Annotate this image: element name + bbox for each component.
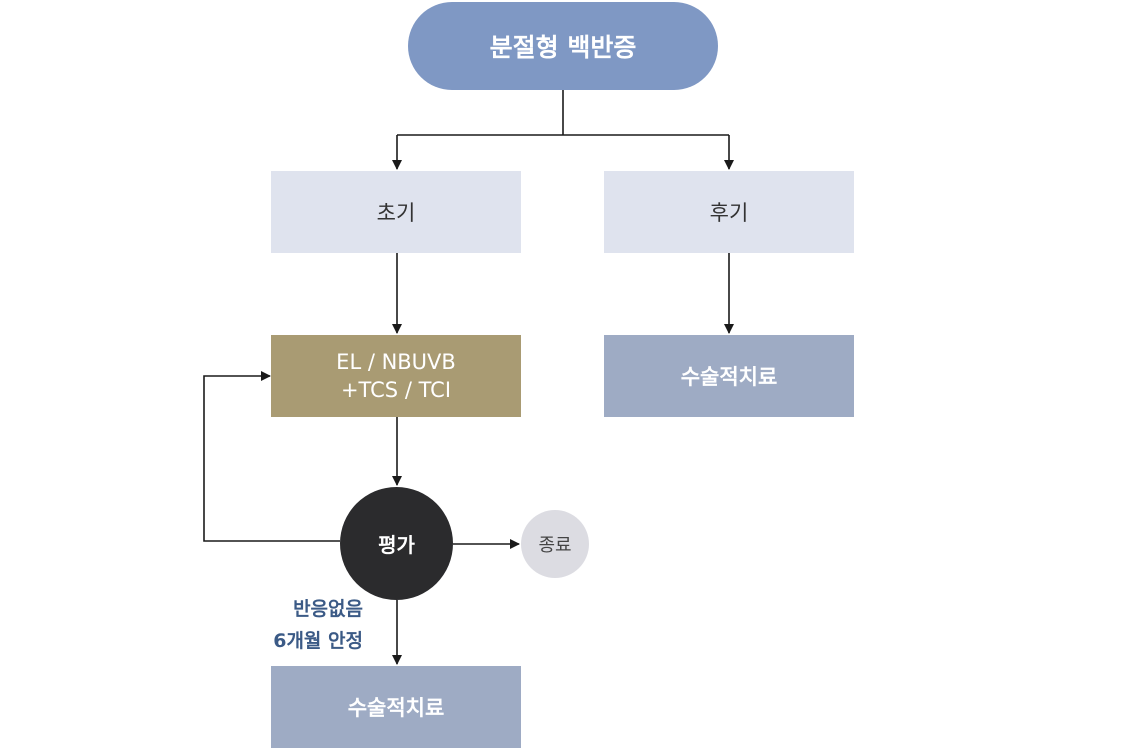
surgery-early-box: 수술적치료 (271, 666, 521, 748)
late-stage-box: 후기 (604, 171, 854, 253)
end-node: 종료 (521, 510, 589, 578)
evaluation-node: 평가 (340, 487, 453, 600)
condition-label: 반응없음 6개월 안정 (273, 593, 363, 657)
treatment-box: EL / NBUVB +TCS / TCI (271, 335, 521, 417)
condition-line-2: 6개월 안정 (273, 630, 363, 652)
arrow-evaluation-loop (203, 371, 340, 542)
surgery-late-box: 수술적치료 (604, 335, 854, 417)
condition-line-1: 반응없음 (293, 598, 363, 620)
title-node: 분절형 백반증 (408, 2, 718, 90)
early-stage-box: 초기 (271, 171, 521, 253)
